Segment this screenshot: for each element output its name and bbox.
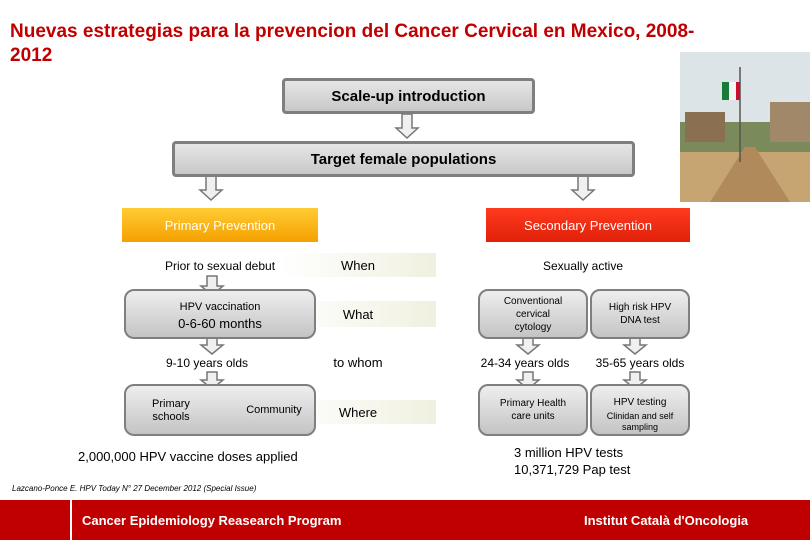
community-label: Community: [246, 404, 302, 416]
cytology-box: Conventional cervical cytology: [478, 289, 588, 339]
secondary-age-label-2: 35-65 years olds: [595, 356, 685, 370]
primary-where-box: Primary schools Community: [124, 384, 316, 436]
hpv-dna-test-label: High risk HPV DNA test: [608, 302, 672, 326]
hpv-vaccination-title: HPV vaccination: [179, 301, 261, 313]
footer-divider: [70, 500, 72, 540]
primary-schools-label: Primary schools: [152, 398, 190, 423]
question-to-whom: to whom: [333, 354, 383, 370]
footer-program: Cancer Epidemiology Reasearch Program: [82, 513, 342, 528]
cytology-label: Conventional cervical cytology: [503, 295, 563, 333]
target-populations-box: Target female populations: [172, 141, 635, 177]
secondary-age-label-1: 24-34 years olds: [480, 356, 570, 370]
footer-institute: Institut Català d'Oncologia: [584, 513, 749, 528]
primary-summary: 2,000,000 HPV vaccine doses applied: [78, 449, 298, 464]
secondary-when-label: Sexually active: [542, 259, 624, 273]
primary-when-label: Prior to sexual debut: [164, 259, 276, 273]
pap-tests-total: 10,371,729 Pap test: [514, 462, 631, 477]
health-units-box: Primary Health care units: [478, 384, 588, 436]
hpv-testing-title: HPV testing: [613, 397, 667, 408]
secondary-summary: 3 million HPV tests 10,371,729 Pap test: [514, 444, 714, 478]
hpv-dna-test-box: High risk HPV DNA test: [590, 289, 690, 339]
mexico-flag-photo: [680, 52, 810, 202]
hpv-vaccination-schedule: 0-6-60 months: [178, 316, 262, 331]
footer-bar: [0, 500, 810, 540]
hpv-vaccination-box: HPV vaccination 0-6-60 months: [124, 289, 316, 339]
reference-note: Lazcano-Ponce E. HPV Today N° 27 Decembe…: [12, 484, 257, 493]
hpv-testing-sub: Clinidan and self sampling: [606, 411, 674, 432]
question-when: When: [280, 253, 436, 277]
page-title: Nuevas estrategias para la prevencion de…: [10, 21, 695, 66]
secondary-prevention-box: Secondary Prevention: [486, 208, 690, 242]
hpv-testing-box: HPV testing Clinidan and self sampling: [590, 384, 690, 436]
primary-age-label: 9-10 years olds: [165, 356, 249, 370]
health-units-label: Primary Health care units: [499, 398, 567, 422]
scale-up-box: Scale-up introduction: [282, 78, 535, 114]
hpv-tests-total: 3 million HPV tests: [514, 445, 624, 460]
primary-prevention-box: Primary Prevention: [122, 208, 318, 242]
